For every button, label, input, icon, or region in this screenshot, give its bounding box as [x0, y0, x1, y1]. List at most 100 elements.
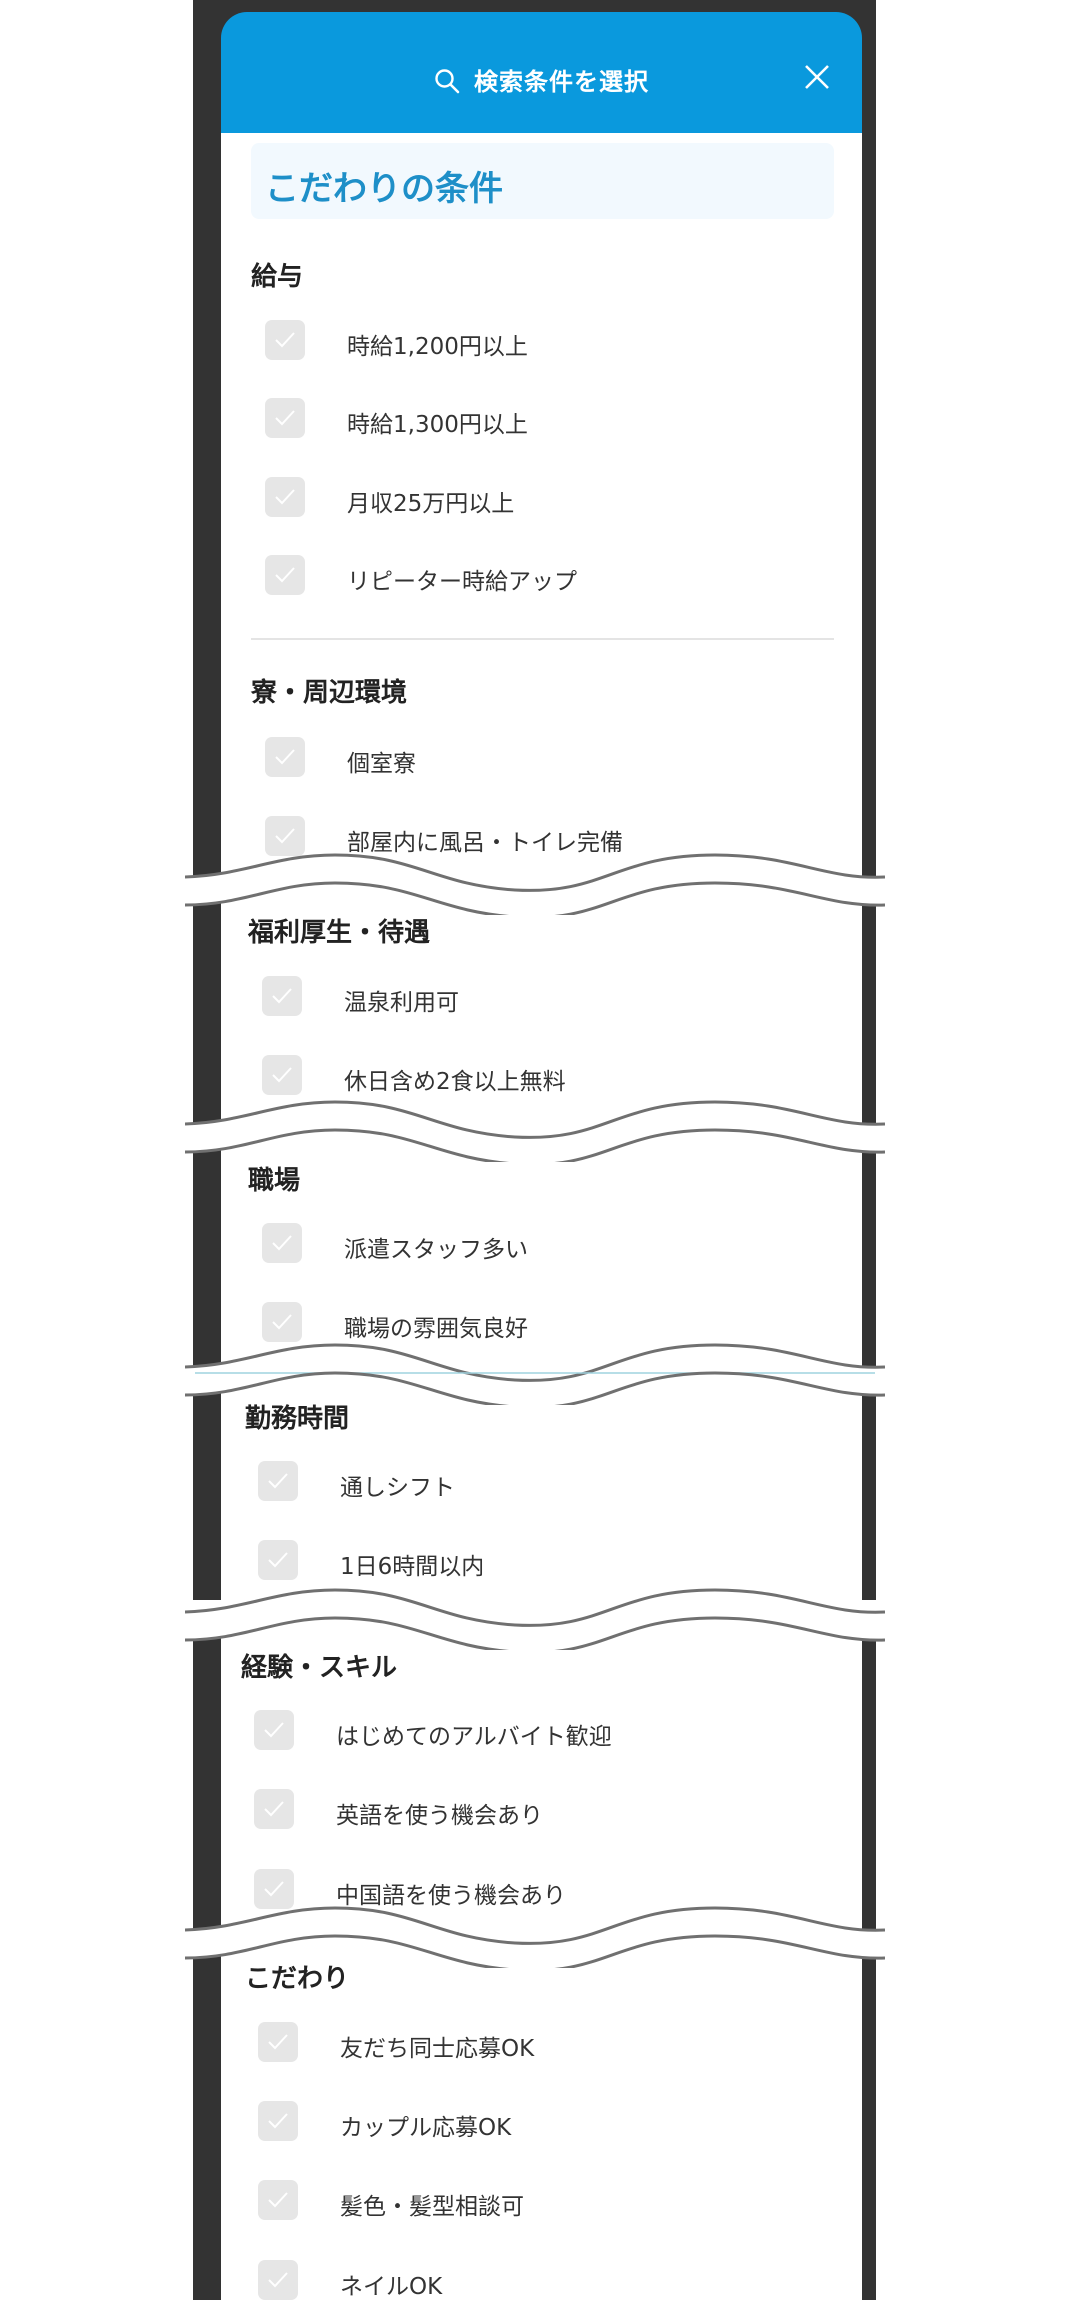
checkbox-item[interactable]: 職場の雰囲気良好: [262, 1302, 822, 1346]
section-title-benefits: 福利厚生・待遇: [248, 918, 431, 948]
check-icon: [264, 1881, 284, 1897]
check-icon: [275, 828, 295, 844]
checkbox-item[interactable]: 温泉利用可: [262, 976, 822, 1020]
checkbox-label: 英語を使う機会あり: [336, 1803, 543, 1829]
checkbox[interactable]: [254, 1789, 294, 1829]
modal-body: [221, 133, 862, 882]
search-icon: [434, 68, 460, 100]
modal-body: [221, 1376, 862, 1600]
check-icon: [275, 410, 295, 426]
tear-separator: [185, 1906, 885, 1968]
checkbox-item[interactable]: 髪色・髪型相談可: [258, 2180, 818, 2224]
modal-body: [221, 890, 862, 1130]
checkbox[interactable]: [262, 1055, 302, 1095]
checkbox-item[interactable]: リピーター時給アップ: [265, 555, 825, 599]
checkbox-item[interactable]: 中国語を使う機会あり: [254, 1869, 814, 1913]
checkbox-label: リピーター時給アップ: [347, 569, 577, 595]
checkbox-label: 友だち同士応募OK: [340, 2036, 535, 2062]
checkbox-item[interactable]: 時給1,300円以上: [265, 398, 825, 442]
checkbox-item[interactable]: 部屋内に風呂・トイレ完備: [265, 816, 825, 860]
conditions-heading: こだわりの条件: [265, 169, 503, 209]
check-icon: [275, 567, 295, 583]
checkbox-label: 部屋内に風呂・トイレ完備: [347, 830, 623, 856]
section-title-preferences: こだわり: [245, 1964, 350, 1994]
checkbox[interactable]: [262, 1223, 302, 1263]
modal-body: [221, 1636, 862, 1944]
checkbox-label: 時給1,300円以上: [347, 412, 528, 438]
header-title: 検索条件を選択: [221, 62, 862, 100]
checkbox[interactable]: [258, 2180, 298, 2220]
checkbox[interactable]: [258, 2022, 298, 2062]
section-title-workplace: 職場: [248, 1166, 301, 1196]
check-icon: [268, 2192, 288, 2208]
checkbox-item[interactable]: ネイルOK: [258, 2260, 818, 2304]
checkbox-item[interactable]: 月収25万円以上: [265, 477, 825, 521]
checkbox-item[interactable]: 友だち同士応募OK: [258, 2022, 818, 2066]
checkbox-label: 1日6時間以内: [340, 1554, 485, 1580]
conditions-heading-box: こだわりの条件: [251, 143, 834, 219]
check-icon: [275, 489, 295, 505]
checkbox-label: 月収25万円以上: [347, 491, 515, 517]
checkbox-item[interactable]: はじめてのアルバイト歓迎: [254, 1710, 814, 1754]
modal-body: [221, 1942, 862, 2300]
check-icon: [264, 1801, 284, 1817]
checkbox[interactable]: [258, 1461, 298, 1501]
checkbox-label: 個室寮: [347, 751, 416, 777]
checkbox-item[interactable]: 通しシフト: [258, 1461, 818, 1505]
checkbox-label: はじめてのアルバイト歓迎: [336, 1724, 612, 1750]
checkbox-item[interactable]: 派遣スタッフ多い: [262, 1223, 822, 1267]
checkbox-label: 通しシフト: [340, 1475, 455, 1501]
tear-separator: [185, 1343, 885, 1405]
checkbox[interactable]: [254, 1869, 294, 1909]
check-icon: [272, 1235, 292, 1251]
checkbox-label: カップル応募OK: [340, 2115, 512, 2141]
checkbox-item[interactable]: 休日含め2食以上無料: [262, 1055, 822, 1099]
check-icon: [272, 988, 292, 1004]
checkbox[interactable]: [265, 320, 305, 360]
checkbox-label: 時給1,200円以上: [347, 334, 528, 360]
checkbox-label: 派遣スタッフ多い: [344, 1237, 528, 1263]
close-button[interactable]: [802, 62, 832, 92]
checkbox-item[interactable]: 英語を使う機会あり: [254, 1789, 814, 1833]
tear-separator: [185, 1100, 885, 1162]
checkbox-item[interactable]: 個室寮: [265, 737, 825, 781]
check-icon: [268, 2272, 288, 2288]
section-title-salary: 給与: [251, 262, 304, 292]
checkbox[interactable]: [262, 1302, 302, 1342]
check-icon: [268, 1473, 288, 1489]
modal-header: 検索条件を選択: [221, 12, 862, 133]
checkbox[interactable]: [258, 1540, 298, 1580]
checkbox[interactable]: [258, 2101, 298, 2141]
check-icon: [268, 1552, 288, 1568]
checkbox-label: 温泉利用可: [344, 990, 459, 1016]
checkbox[interactable]: [265, 477, 305, 517]
tear-separator: [185, 1588, 885, 1650]
checkbox-item[interactable]: 時給1,200円以上: [265, 320, 825, 364]
checkbox-item[interactable]: 1日6時間以内: [258, 1540, 818, 1584]
check-icon: [268, 2034, 288, 2050]
checkbox[interactable]: [265, 555, 305, 595]
check-icon: [272, 1067, 292, 1083]
checkbox[interactable]: [265, 737, 305, 777]
check-icon: [275, 749, 295, 765]
checkbox[interactable]: [254, 1710, 294, 1750]
checkbox-label: 職場の雰囲気良好: [344, 1316, 528, 1342]
close-icon[interactable]: [802, 62, 832, 92]
section-title-working-hours: 勤務時間: [245, 1404, 350, 1434]
checkbox[interactable]: [262, 976, 302, 1016]
check-icon: [264, 1722, 284, 1738]
check-icon: [275, 332, 295, 348]
checkbox-label: ネイルOK: [340, 2274, 443, 2300]
checkbox[interactable]: [258, 2260, 298, 2300]
section-divider: [251, 638, 834, 640]
check-icon: [272, 1314, 292, 1330]
checkbox[interactable]: [265, 816, 305, 856]
section-title-dormitory: 寮・周辺環境: [251, 678, 408, 708]
tear-separator: [185, 853, 885, 915]
checkbox-label: 休日含め2食以上無料: [344, 1069, 566, 1095]
checkbox-item[interactable]: カップル応募OK: [258, 2101, 818, 2145]
check-icon: [268, 2113, 288, 2129]
checkbox-label: 中国語を使う機会あり: [336, 1883, 566, 1909]
checkbox[interactable]: [265, 398, 305, 438]
checkbox-label: 髪色・髪型相談可: [340, 2194, 524, 2220]
